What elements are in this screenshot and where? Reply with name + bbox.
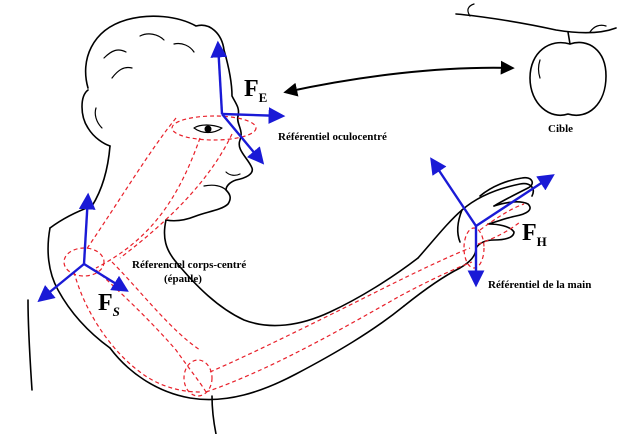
dashed-links — [64, 116, 524, 396]
hand-frame-caption: Référentiel de la main — [488, 279, 591, 291]
person-outline — [28, 16, 533, 434]
shoulder-frame-caption-line1: Réferenciel corps-centré — [132, 259, 246, 271]
eye-target-arrow — [286, 68, 512, 92]
eye-frame-symbol: F — [244, 76, 259, 102]
target-apple — [456, 4, 616, 115]
svg-text:FH: FH — [522, 220, 547, 249]
shoulder-frame-label: FS — [98, 290, 120, 319]
shoulder-frame-subscript: S — [113, 304, 120, 319]
hand-frame-label: FH — [522, 220, 547, 249]
shoulder-frame-symbol: F — [98, 290, 113, 316]
hand-frame-subscript: H — [537, 234, 547, 249]
eye-frame-caption: Référentiel oculocentré — [278, 131, 387, 143]
shoulder-frame-caption-line2: (épaule) — [164, 273, 202, 285]
target-caption: Cible — [548, 123, 573, 135]
eye-frame-label: FE — [244, 76, 267, 105]
svg-text:FE: FE — [244, 76, 267, 105]
svg-text:FS: FS — [98, 290, 120, 319]
eye-frame-subscript: E — [259, 90, 268, 105]
hand-frame-symbol: F — [522, 220, 537, 246]
